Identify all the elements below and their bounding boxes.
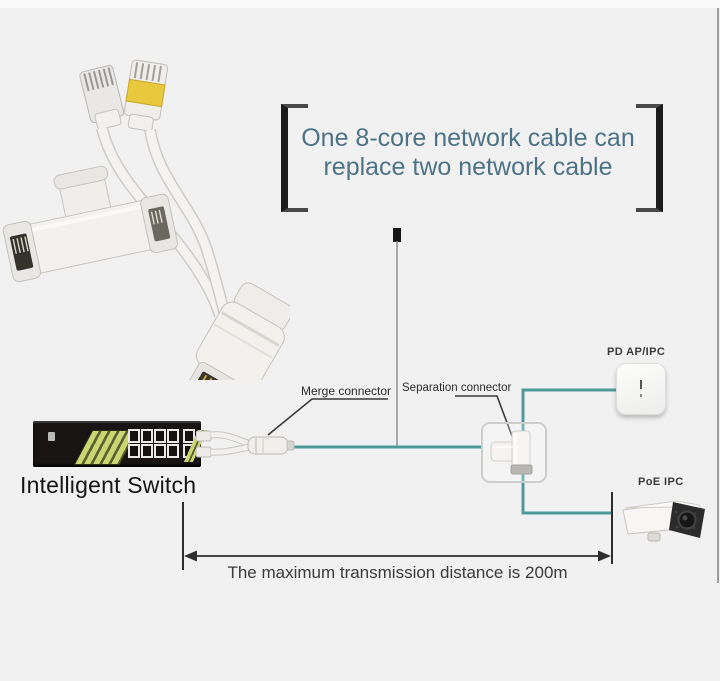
rj45-port-icon — [154, 444, 166, 458]
distance-label: The maximum transmission distance is 200… — [227, 563, 568, 582]
measurement-lines — [182, 492, 613, 570]
merge-connector-label: Merge connector — [301, 384, 392, 398]
right-bracket — [636, 104, 663, 212]
rj45-port-icon — [167, 429, 179, 443]
ap-device — [616, 363, 666, 415]
rj45-port-icon — [167, 444, 179, 458]
rj45-port-icon — [128, 429, 140, 443]
arrowhead-left-icon — [184, 550, 197, 562]
switch-logo-icon — [48, 432, 55, 441]
title-line2: replace two network cable — [323, 153, 613, 181]
pd-ap-ipc-label: PD AP/IPC — [607, 346, 666, 358]
rj45-port-icon — [154, 429, 166, 443]
drop-line-cap — [393, 228, 401, 242]
rj45-port-icon — [141, 429, 153, 443]
rj45-plug-clear-icon — [79, 65, 125, 130]
diagram-title: One 8-core network cable can replace two… — [294, 124, 642, 182]
right-edge-line — [717, 8, 719, 583]
rj45-coupler-icon — [188, 282, 290, 380]
rj45-port-icon — [141, 444, 153, 458]
arrowhead-right-icon — [598, 550, 611, 562]
rj45-plug-yellow-icon — [123, 59, 169, 132]
left-bracket — [281, 104, 308, 212]
poe-ipc-label: PoE IPC — [638, 476, 684, 488]
switch-ports — [128, 429, 195, 458]
switch-label: Intelligent Switch — [20, 472, 197, 498]
separation-connector-label: Separation connector — [402, 382, 512, 394]
title-line1: One 8-core network cable can — [301, 124, 635, 152]
ap-port-dot — [640, 394, 642, 397]
network-cable-lines — [293, 388, 617, 515]
top-edge-strip — [0, 0, 720, 8]
rj45-port-icon — [128, 444, 140, 458]
splitter-cable-photo — [79, 59, 290, 380]
bullet-camera-device — [622, 500, 705, 542]
merge-connector-device — [196, 430, 295, 458]
intelligent-switch-device — [33, 421, 208, 467]
merge-leader-line — [267, 398, 388, 436]
t-connector-photo — [2, 165, 178, 283]
separation-connector-device — [490, 430, 533, 475]
splitter-cables — [96, 126, 230, 318]
rj45-port-icon — [183, 429, 195, 443]
ap-led-slot — [640, 380, 642, 389]
